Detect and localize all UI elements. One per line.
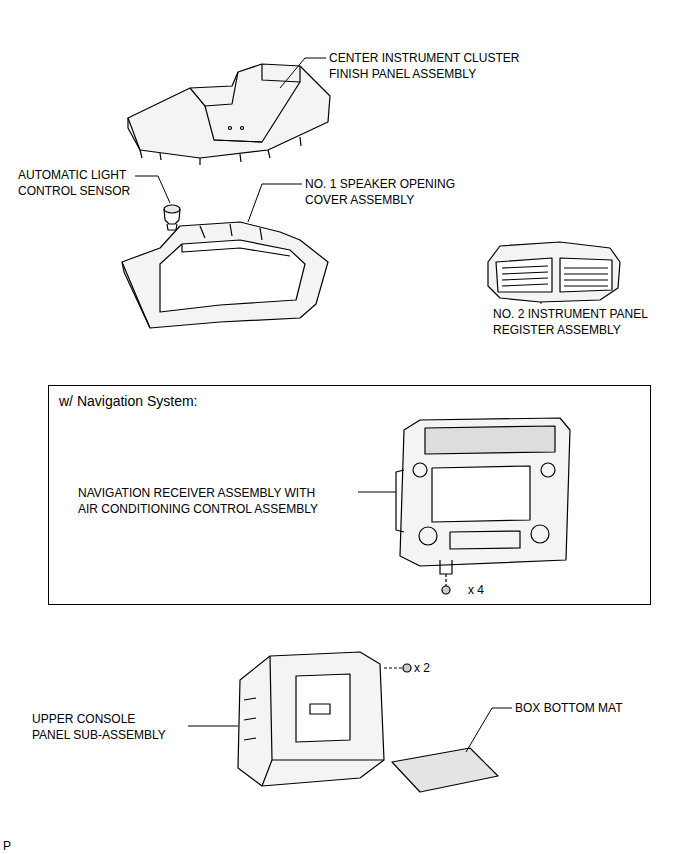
part-name: NO. 1 SPEAKER OPENING COVER ASSEMBLY — [305, 176, 475, 208]
part-name: CENTER INSTRUMENT CLUSTER FINISH PANEL A… — [329, 50, 544, 82]
quantity: x 4 — [468, 582, 508, 598]
console-panel-drawing — [188, 652, 411, 786]
group-heading: w/ Navigation System: — [49, 386, 208, 416]
part-name: NO. 2 INSTRUMENT PANEL REGISTER ASSEMBLY — [493, 306, 668, 338]
quantity: x 2 — [414, 660, 454, 676]
part-name: AUTOMATIC LIGHT CONTROL SENSOR — [18, 167, 148, 199]
register-drawing — [488, 242, 620, 304]
navigation-receiver-drawing — [358, 418, 570, 594]
part-name: UPPER CONSOLE PANEL SUB-ASSEMBLY — [32, 711, 173, 743]
part-name: BOX BOTTOM MAT — [515, 700, 675, 716]
part-name: NAVIGATION RECEIVER ASSEMBLY WITH AIR CO… — [78, 485, 328, 517]
light-sensor-drawing — [135, 176, 180, 230]
finish-panel-drawing — [128, 58, 330, 165]
page-mark: P — [3, 838, 33, 854]
speaker-cover-drawing — [122, 184, 328, 328]
bottom-mat-drawing — [392, 708, 512, 792]
